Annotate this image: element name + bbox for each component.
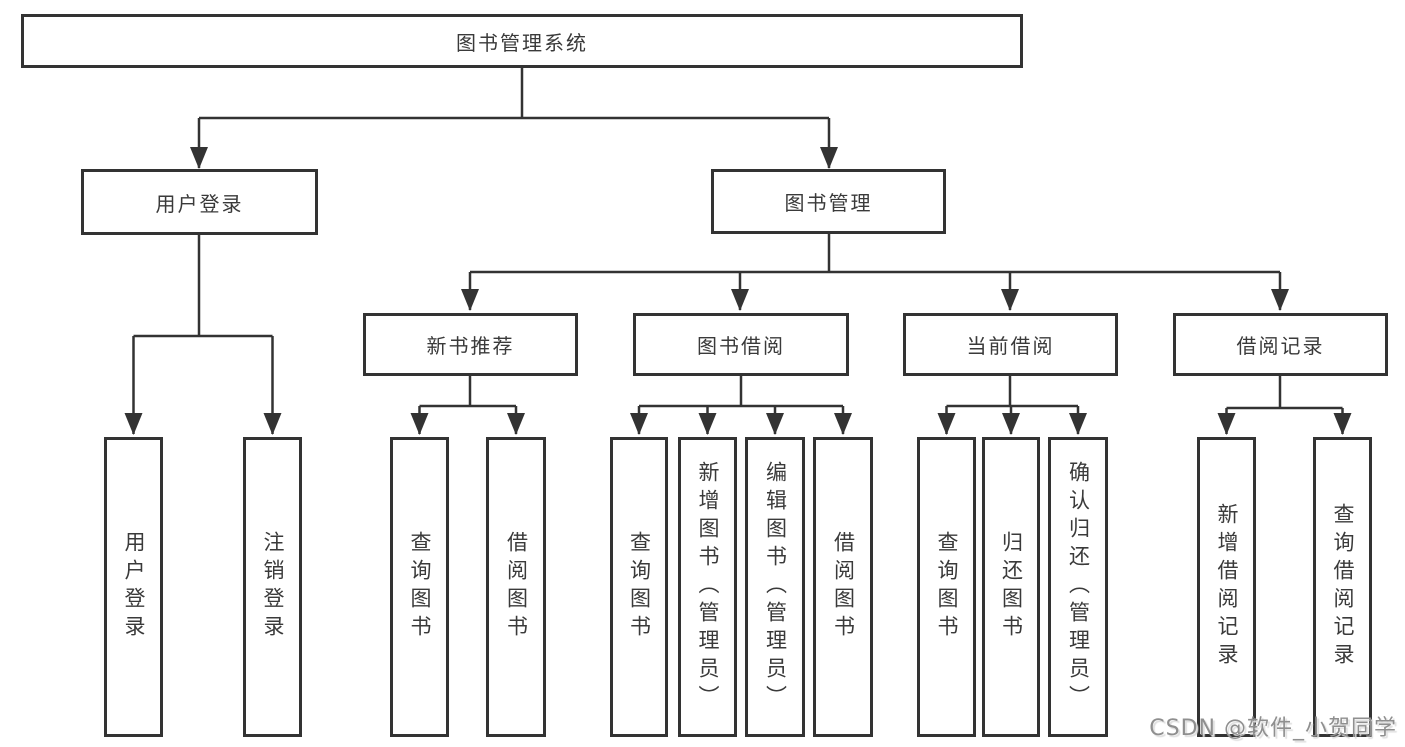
node-label: 借阅图书 [831, 531, 856, 643]
leaf-return-books: 归还图书 [982, 437, 1040, 737]
node-label: 新书推荐 [426, 334, 515, 358]
node-label: 借阅图书 [504, 531, 529, 643]
leaf-add-books-admin: 新增图书（管理员） [678, 437, 737, 737]
node-label: 图书借阅 [697, 334, 785, 358]
leaf-edit-books-admin: 编辑图书（管理员） [745, 437, 805, 737]
node-label: 用户登录 [155, 191, 244, 216]
node-label: 用户登录 [122, 531, 146, 643]
node-label: 借阅记录 [1236, 334, 1325, 358]
node-label: 当前借阅 [966, 334, 1055, 358]
node-label: 编辑图书（管理员） [763, 461, 788, 713]
leaf-user-login: 用户登录 [104, 437, 163, 737]
csdn-watermark: CSDN @软件_小贺同学 [1149, 716, 1397, 741]
node-root-system: 图书管理系统 [21, 14, 1023, 68]
leaf-borrow-books: 借阅图书 [813, 437, 873, 737]
node-label: 注销登录 [261, 531, 285, 643]
leaf-borrow-books-recommend: 借阅图书 [486, 437, 546, 737]
leaf-query-books-recommend: 查询图书 [390, 437, 449, 737]
leaf-logout: 注销登录 [243, 437, 302, 737]
node-label: 新增图书（管理员） [696, 461, 720, 713]
leaf-add-borrow-record: 新增借阅记录 [1197, 437, 1256, 737]
node-label: 查询图书 [408, 531, 432, 643]
node-book-management: 图书管理 [711, 169, 946, 234]
node-book-borrow: 图书借阅 [633, 313, 849, 376]
node-user-login: 用户登录 [81, 169, 318, 235]
leaf-query-borrow-record: 查询借阅记录 [1313, 437, 1372, 737]
node-label: 新增借阅记录 [1215, 503, 1239, 671]
node-label: 查询图书 [627, 531, 652, 643]
node-label: 图书管理系统 [456, 30, 588, 55]
node-label: 图书管理 [784, 191, 873, 215]
node-label: 确认归还（管理员） [1066, 461, 1091, 713]
node-borrow-records: 借阅记录 [1173, 313, 1388, 376]
node-current-borrow: 当前借阅 [903, 313, 1118, 376]
leaf-confirm-return-admin: 确认归还（管理员） [1048, 437, 1108, 737]
leaf-query-books-borrow: 查询图书 [610, 437, 668, 737]
node-label: 查询图书 [935, 531, 959, 643]
node-new-book-recommend: 新书推荐 [363, 313, 578, 376]
node-label: 归还图书 [999, 531, 1024, 643]
leaf-query-books-current: 查询图书 [917, 437, 976, 737]
node-label: 查询借阅记录 [1331, 503, 1355, 671]
